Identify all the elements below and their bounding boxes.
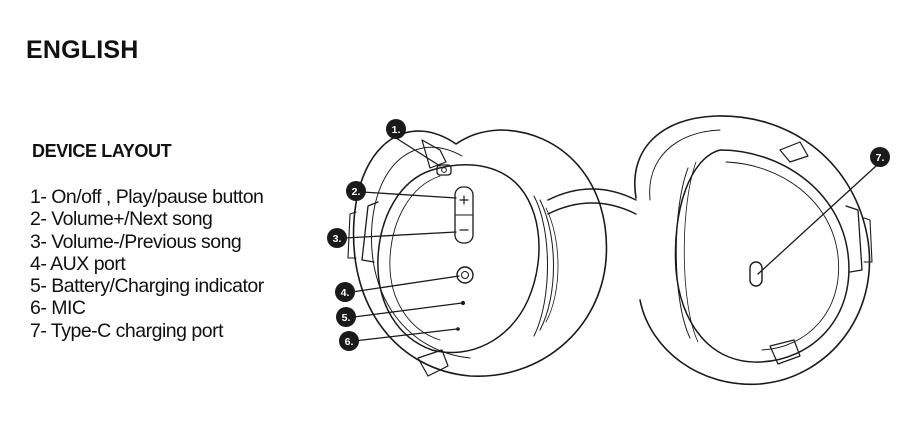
svg-text:1.: 1. <box>392 124 401 136</box>
callout-3: 3. <box>327 228 347 248</box>
aux-port <box>456 266 474 284</box>
feature-item-volume-down: 3- Volume-/Previous song <box>30 230 242 253</box>
feature-list: 1- On/off , Play/pause button 2- Volume+… <box>30 186 264 342</box>
svg-text:3.: 3. <box>333 233 342 245</box>
callout-6: 6. <box>339 331 359 351</box>
svg-text:2.: 2. <box>352 186 361 198</box>
volume-rocker <box>454 186 474 244</box>
power-button <box>436 164 452 176</box>
callout-5: 5. <box>336 307 356 327</box>
language-heading: ENGLISH <box>26 36 139 64</box>
left-earcup <box>347 129 608 377</box>
typec-port <box>749 261 763 287</box>
feature-item-battery: 5- Battery/Charging indicator <box>30 275 264 298</box>
section-heading: DEVICE LAYOUT <box>32 141 172 161</box>
headband <box>547 188 637 215</box>
feature-item-mic: 6- MIC <box>30 297 86 320</box>
callout-7: 7. <box>870 147 890 167</box>
right-earcup <box>634 115 873 386</box>
leader-lines <box>344 137 877 342</box>
svg-text:4.: 4. <box>341 287 350 299</box>
svg-text:6.: 6. <box>345 336 354 348</box>
feature-item-power: 1- On/off , Play/pause button <box>30 186 264 208</box>
callout-4: 4. <box>335 282 355 302</box>
callout-2: 2. <box>346 181 366 201</box>
feature-item-typec: 7- Type-C charging port <box>30 319 223 342</box>
svg-text:7.: 7. <box>876 152 885 164</box>
feature-item-aux: 4- AUX port <box>30 252 126 275</box>
feature-item-volume-up: 2- Volume+/Next song <box>30 208 213 231</box>
svg-text:5.: 5. <box>342 312 351 324</box>
callout-1: 1. <box>386 119 406 139</box>
